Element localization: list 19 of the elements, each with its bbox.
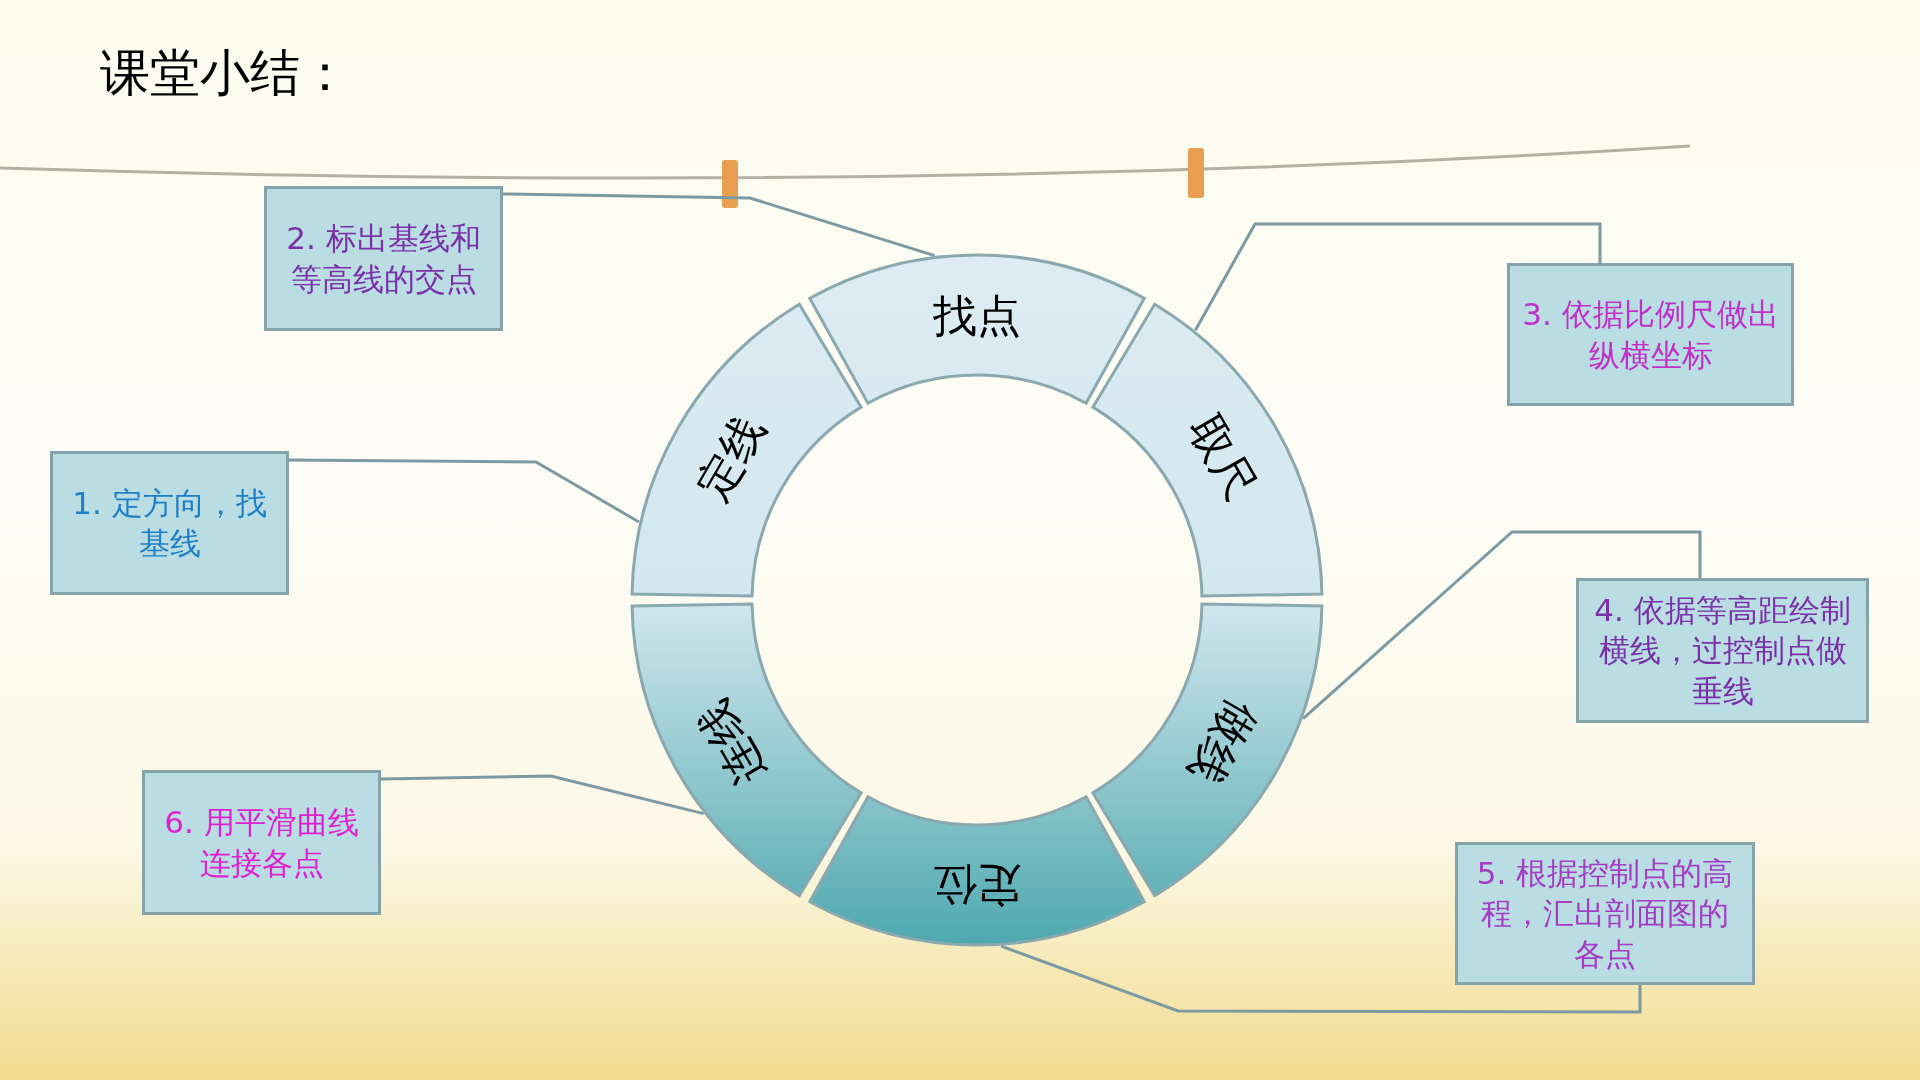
callout-box: 1. 定方向，找基线 [50,451,289,595]
callout-box: 3. 依据比例尺做出纵横坐标 [1507,263,1794,406]
callout-box: 6. 用平滑曲线连接各点 [142,770,381,915]
slide-title: 课堂小结： [100,43,350,104]
ring-segment: 连线 [630,602,863,898]
ring-segment: 定位 [808,795,1146,947]
leader-line [502,192,936,258]
ring-segment: 做线 [1091,602,1324,898]
ring-segment: 找点 [808,253,1146,405]
ring-segment: 取尺 [1091,302,1324,598]
callout-box: 2. 标出基线和等高线的交点 [264,186,503,331]
callout-box: 5. 根据控制点的高程，汇出剖面图的各点 [1455,842,1755,985]
ring-segment: 定线 [630,302,863,598]
leader-line [380,774,704,816]
leader-line [289,458,640,524]
leader-line [1000,944,1642,1014]
leader-line [1302,530,1702,720]
leader-line [1194,222,1602,332]
callout-box: 4. 依据等高距绘制横线，过控制点做垂线 [1576,578,1869,723]
